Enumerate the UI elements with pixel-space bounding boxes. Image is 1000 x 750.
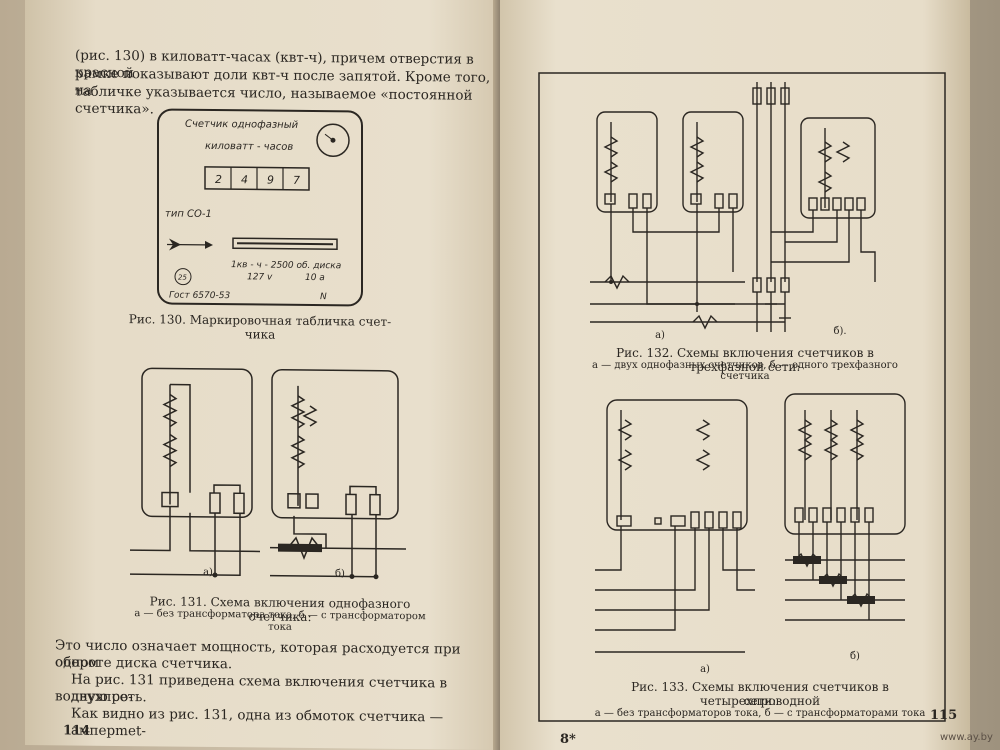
- fig131-label-b: б): [335, 568, 345, 580]
- plate-serial: N: [320, 292, 327, 302]
- quality-badge: [174, 268, 192, 286]
- left-page: (рис. 130) в киловатт-часах (квт-ч), при…: [25, 0, 500, 750]
- fig131-label-a: а): [203, 566, 213, 578]
- plate-type: тип СО-1: [165, 208, 212, 219]
- fig131-schematic: [130, 367, 406, 580]
- fig133-caption-line-1: Рис. 133. Схемы включения счетчиков в че…: [631, 680, 889, 708]
- dial-gauge: [316, 123, 350, 158]
- digit-4: 7: [293, 174, 300, 187]
- paragraph-line-2: обороте диска счетчика.: [55, 654, 233, 673]
- plate-voltage: 127 v: [247, 272, 273, 282]
- right-page-number: 115: [930, 708, 958, 723]
- plate-current: 10 а: [305, 273, 325, 283]
- fig132-label-b: б).: [833, 326, 847, 337]
- plate-title: Счетчик однофазный: [185, 119, 299, 131]
- figures-frame: [538, 72, 946, 722]
- fig130-caption-line-2: чика: [244, 327, 276, 342]
- plate-standard: Гост 6570-53: [169, 291, 230, 302]
- fig133-label-a: а): [700, 664, 710, 675]
- plate-constant: 1кв - ч - 2500 об. диска: [231, 260, 341, 271]
- fig133-caption-line-2: сети:: [743, 694, 777, 708]
- meter-nameplate-figure: Счетчик однофазный киловатт - часов 2 4 …: [157, 108, 363, 307]
- fig132-sub-line-2: счетчика: [720, 371, 770, 382]
- svg-text:25: 25: [178, 274, 187, 282]
- digit-2: 4: [241, 173, 248, 186]
- rotation-arrow-icon: [167, 238, 213, 251]
- plate-unit: киловатт - часов: [205, 141, 293, 153]
- digit-3: 9: [267, 174, 274, 187]
- watermark: www.ay.by: [940, 732, 993, 743]
- digit-counter: 2 4 9 7: [204, 166, 310, 191]
- signature-mark: 8*: [560, 732, 576, 747]
- right-page: а) б). Рис. 132. Схемы включения счетчик…: [500, 0, 993, 750]
- digit-1: 2: [215, 173, 222, 186]
- disk-window: [232, 237, 338, 251]
- paragraph-line-4: водную сеть.: [55, 688, 147, 706]
- fig131-sub-line-2: тока: [268, 621, 292, 633]
- fig132-label-a: а): [655, 330, 665, 341]
- paragraph-line-5: Как видно из рис. 131, одна из обмоток с…: [71, 705, 444, 740]
- fig132-caption: Рис. 132. Схемы включения счетчиков в тр…: [616, 346, 874, 374]
- left-page-number: 114: [63, 723, 91, 739]
- fig133-schematic: [595, 393, 906, 653]
- fig133-sub: а — без трансформаторов тока, б — с тран…: [594, 708, 926, 719]
- fig132-schematic: [590, 82, 876, 332]
- fig132-sub-line-1: а — двух однофазных счетчиков, б — одног…: [592, 360, 898, 371]
- fig133-label-b: б): [850, 651, 860, 662]
